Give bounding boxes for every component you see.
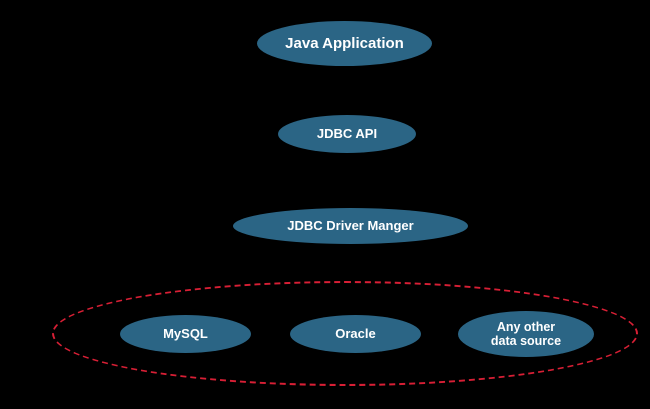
node-any-other-data-source-label: Any other data source [490, 319, 562, 348]
node-jdbc-driver-manager-label: JDBC Driver Manger [287, 217, 414, 233]
node-oracle-label: Oracle [335, 325, 376, 341]
node-mysql[interactable]: MySQL [120, 315, 251, 353]
node-jdbc-api-label: JDBC API [316, 125, 378, 141]
node-jdbc-api[interactable]: JDBC API [278, 115, 416, 153]
node-mysql-label: MySQL [163, 325, 208, 341]
node-jdbc-driver-manager[interactable]: JDBC Driver Manger [233, 208, 468, 244]
node-any-other-data-source[interactable]: Any other data source [458, 311, 594, 357]
node-java-application[interactable]: Java Application [257, 21, 432, 66]
node-java-application-label: Java Application [285, 34, 404, 52]
node-oracle[interactable]: Oracle [290, 315, 421, 353]
